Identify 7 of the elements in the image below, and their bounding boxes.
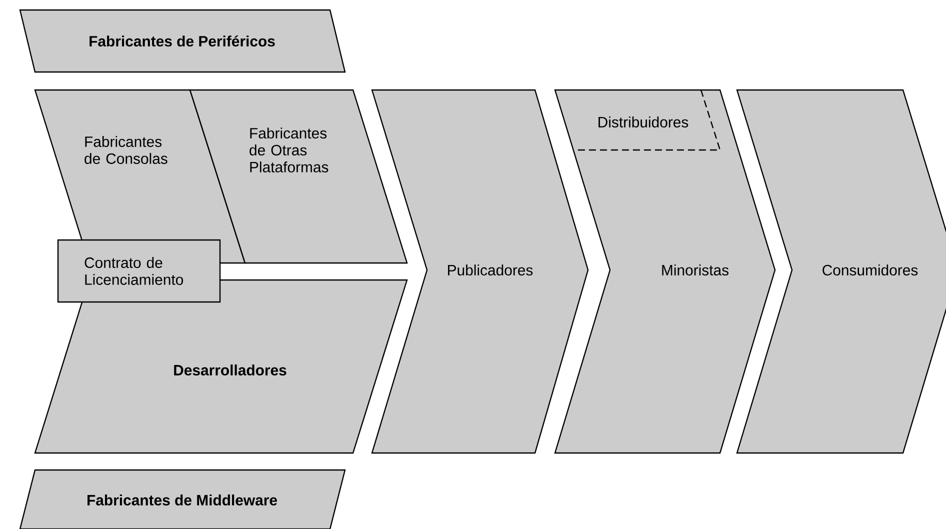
band: Fabricantes de Middleware bbox=[19, 469, 346, 529]
segment-box: Fabricantes de Otras Plataformas bbox=[189, 89, 408, 264]
contract-box: Contrato de Licenciamiento bbox=[57, 239, 221, 303]
dashed-box: Distribuidores bbox=[574, 90, 721, 151]
band: Fabricantes de Periféricos bbox=[19, 9, 346, 73]
stage-box: Consumidores bbox=[736, 89, 946, 454]
node-label: Consumidores bbox=[822, 264, 918, 276]
